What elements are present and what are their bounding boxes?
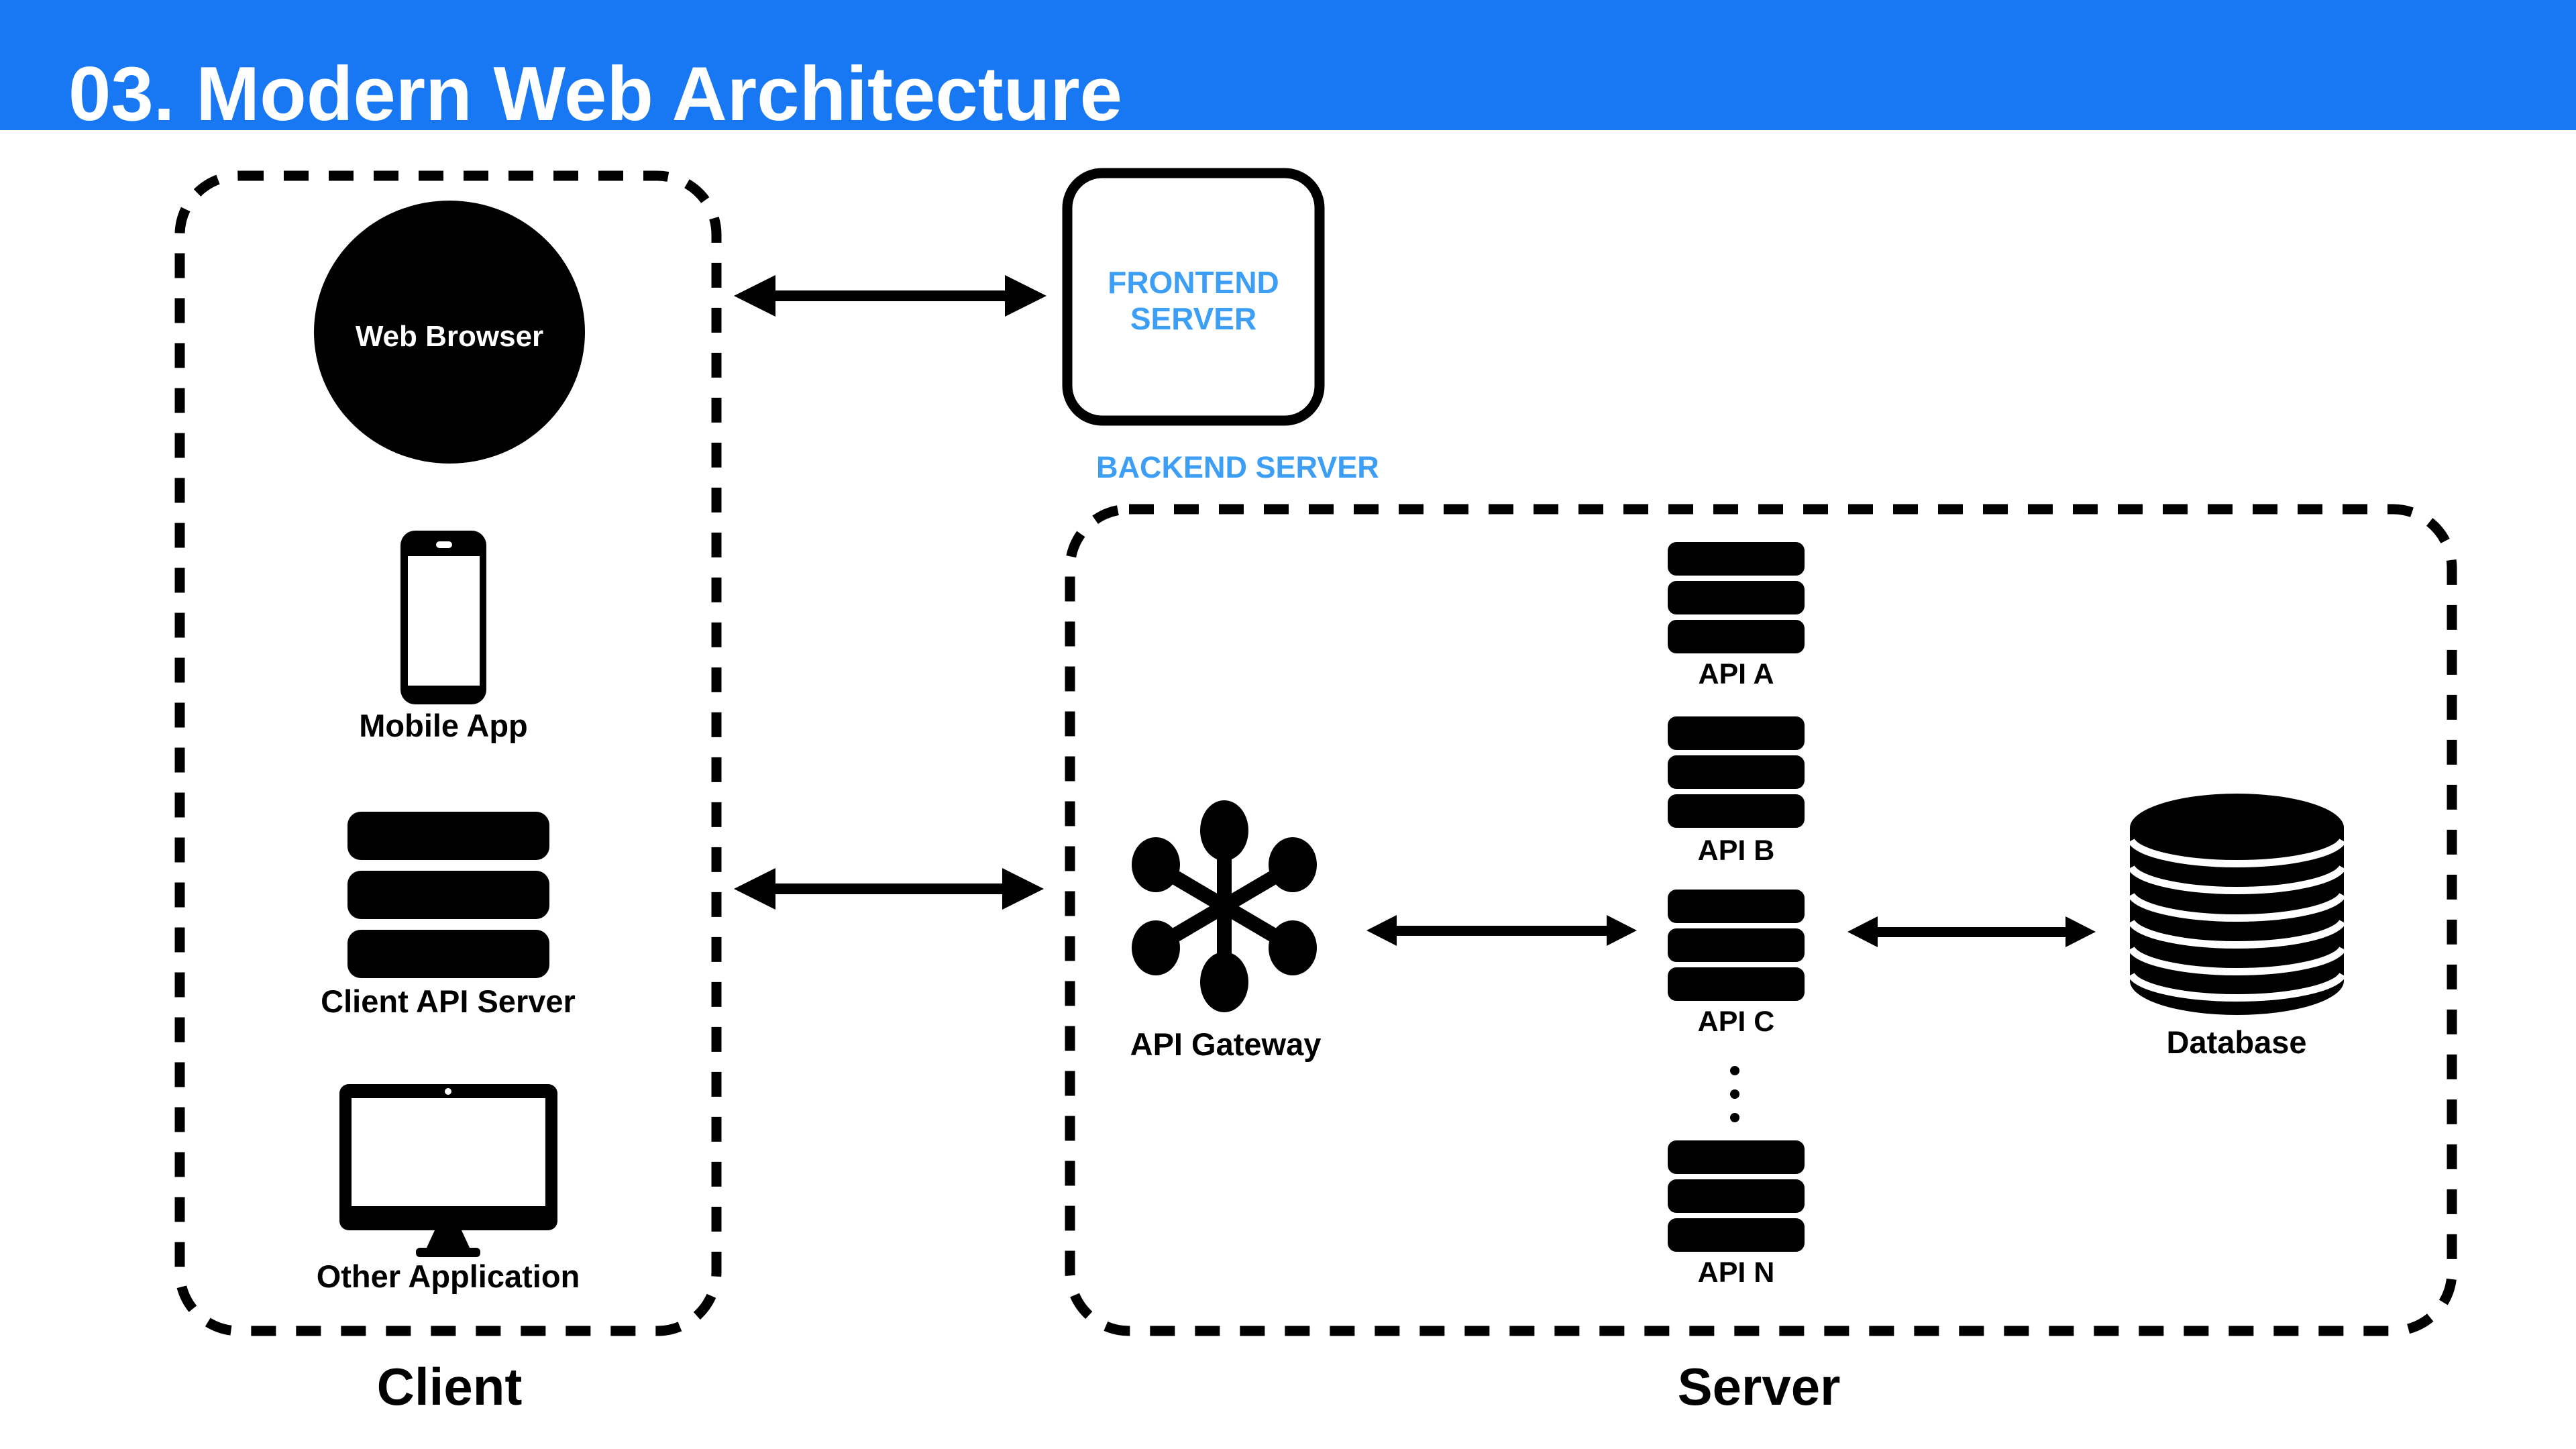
browser-circle-icon [314, 201, 585, 464]
frontend-server-label-line2: SERVER [1130, 301, 1257, 336]
header-bar: 03. Modern Web Architecture [0, 0, 2576, 137]
api-c-stack-icon [1668, 890, 1805, 1001]
ellipsis-dots-icon [1730, 1066, 1739, 1122]
client-group-border [174, 170, 722, 1336]
page-title: 03. Modern Web Architecture [68, 52, 1123, 137]
client-gateway-arrow-icon [734, 868, 1044, 910]
gateway-apic-arrow-icon [1366, 915, 1637, 946]
client-api-server-label: Client API Server [321, 983, 576, 1019]
frontend-server-label-line1: FRONTEND [1108, 265, 1279, 300]
client-frontend-arrow-icon [734, 275, 1046, 317]
apic-database-arrow-icon [1847, 916, 2096, 947]
database-label: Database [2166, 1024, 2307, 1060]
api-gateway-icon [1132, 800, 1317, 1012]
api-a-label: API A [1698, 658, 1774, 690]
api-n-stack-icon [1668, 1140, 1805, 1252]
web-browser-label: Web Browser [355, 320, 544, 353]
other-application-label: Other Application [316, 1258, 580, 1294]
frontend-server-box [1062, 168, 1325, 426]
client-group-title: Client [376, 1357, 523, 1416]
api-c-label: API C [1697, 1006, 1775, 1038]
server-stack-icon [347, 812, 549, 978]
api-a-stack-icon [1668, 542, 1805, 653]
server-group-border [1065, 504, 2457, 1336]
backend-server-label: BACKEND SERVER [1096, 450, 1379, 484]
api-gateway-label: API Gateway [1130, 1026, 1322, 1062]
api-b-stack-icon [1668, 716, 1805, 828]
mobile-app-label: Mobile App [359, 708, 528, 743]
frontend-server-label: FRONTEND SERVER [1067, 264, 1320, 337]
api-n-label: API N [1697, 1256, 1775, 1289]
desktop-monitor-icon [339, 1084, 557, 1257]
database-cylinder-icon [2128, 794, 2346, 1016]
server-group-title: Server [1677, 1357, 1841, 1416]
api-b-label: API B [1697, 835, 1775, 867]
mobile-phone-icon [400, 531, 486, 704]
